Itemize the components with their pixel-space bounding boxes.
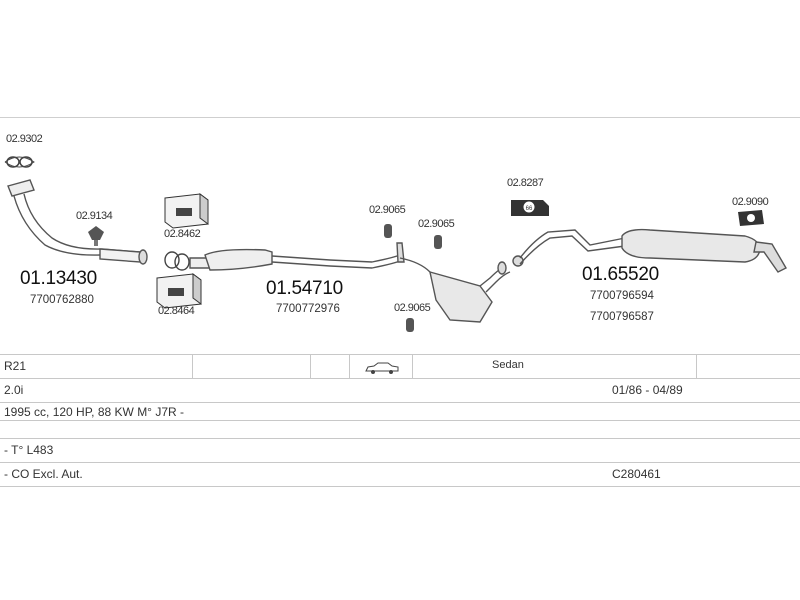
rear-muffler: [512, 228, 787, 273]
rear-code: 01.65520: [582, 264, 659, 285]
rear-oem-2: 7700796587: [590, 311, 654, 323]
hanger-icon: [384, 224, 442, 332]
gasket-icon: [4, 156, 35, 168]
table-row: [0, 420, 800, 439]
clamp-icon: [88, 226, 104, 246]
note-cell: - CO Excl. Aut.: [4, 467, 83, 481]
center-oem: 7700772976: [276, 303, 340, 315]
engine-cell: 2.0i: [4, 383, 24, 397]
car-icon: [365, 362, 399, 374]
clamp-box-upper-icon: [164, 193, 209, 229]
top-border: [0, 117, 800, 118]
table-row: - T° L483: [0, 438, 800, 463]
catalog-cell: C280461: [612, 467, 661, 481]
part-label-clamp-box-lower: 02.8464: [158, 305, 195, 317]
table-row: 1995 cc, 120 HP, 88 KW M° J7R -: [0, 402, 800, 421]
part-label-hanger-a: 02.9065: [369, 204, 406, 216]
table-row: 2.0i 01/86 - 04/89: [0, 378, 800, 403]
years-cell: 01/86 - 04/89: [612, 383, 683, 397]
pipe-clamp-icon: [164, 251, 190, 271]
center-silencer: [189, 242, 511, 323]
exhaust-diagram: 66: [4, 156, 787, 332]
part-label-clamp: 02.9134: [76, 210, 113, 222]
svg-text:66: 66: [526, 206, 533, 212]
front-pipe-oem: 7700762880: [30, 294, 94, 306]
type-cell: - T° L483: [4, 443, 54, 457]
rear-oem-1: 7700796594: [590, 290, 654, 302]
rear-mount-icon: [738, 210, 764, 226]
table-bottom-border: [0, 486, 800, 487]
part-label-gasket: 02.9302: [6, 133, 43, 145]
clamp-box-lower-icon: [156, 273, 202, 309]
front-pipe: [7, 179, 148, 265]
rubber-mount-icon: 66: [511, 200, 549, 216]
body-cell: Sedan: [492, 359, 524, 371]
spec-cell: 1995 cc, 120 HP, 88 KW M° J7R -: [4, 405, 184, 419]
table-row: - CO Excl. Aut. C280461: [0, 462, 800, 487]
part-label-clamp-box-upper: 02.8462: [164, 228, 201, 240]
model-cell: R21: [4, 359, 27, 373]
part-label-hanger-b: 02.9065: [418, 218, 455, 230]
part-label-hanger-c: 02.9065: [394, 302, 431, 314]
front-pipe-code: 01.13430: [20, 268, 97, 289]
part-label-rubber-mount: 02.8287: [507, 177, 544, 189]
center-code: 01.54710: [266, 278, 343, 299]
table-row: R21 Sedan: [0, 354, 800, 379]
part-label-rear-mount: 02.9090: [732, 196, 769, 208]
